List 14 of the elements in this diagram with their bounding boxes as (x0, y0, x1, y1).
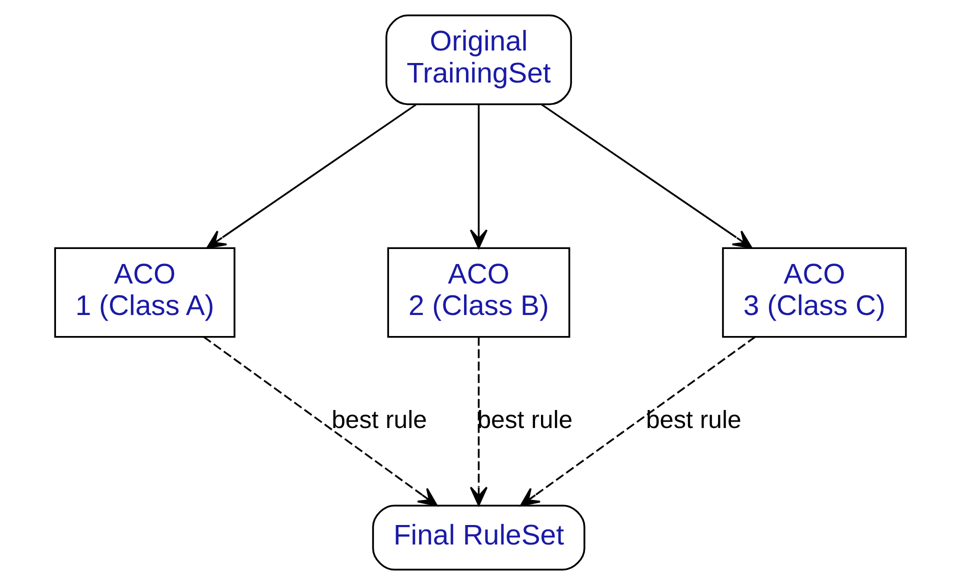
arrow (469, 104, 488, 249)
arrow (540, 104, 752, 249)
edge-label: best rule (645, 406, 741, 434)
node-box: ACO 1 (Class A) (54, 247, 235, 338)
node-box: Final RuleSet (372, 504, 585, 570)
arrow (469, 336, 488, 506)
edge-label: best rule (476, 406, 572, 434)
node-box: ACO 3 (Class C) (722, 247, 906, 338)
arrow (202, 336, 438, 506)
node-box: ACO 2 (Class B) (386, 247, 570, 338)
arrow (206, 104, 416, 249)
node-box: Original TrainingSet (384, 14, 572, 106)
arrow (520, 336, 756, 506)
edge-label: best rule (331, 406, 426, 434)
